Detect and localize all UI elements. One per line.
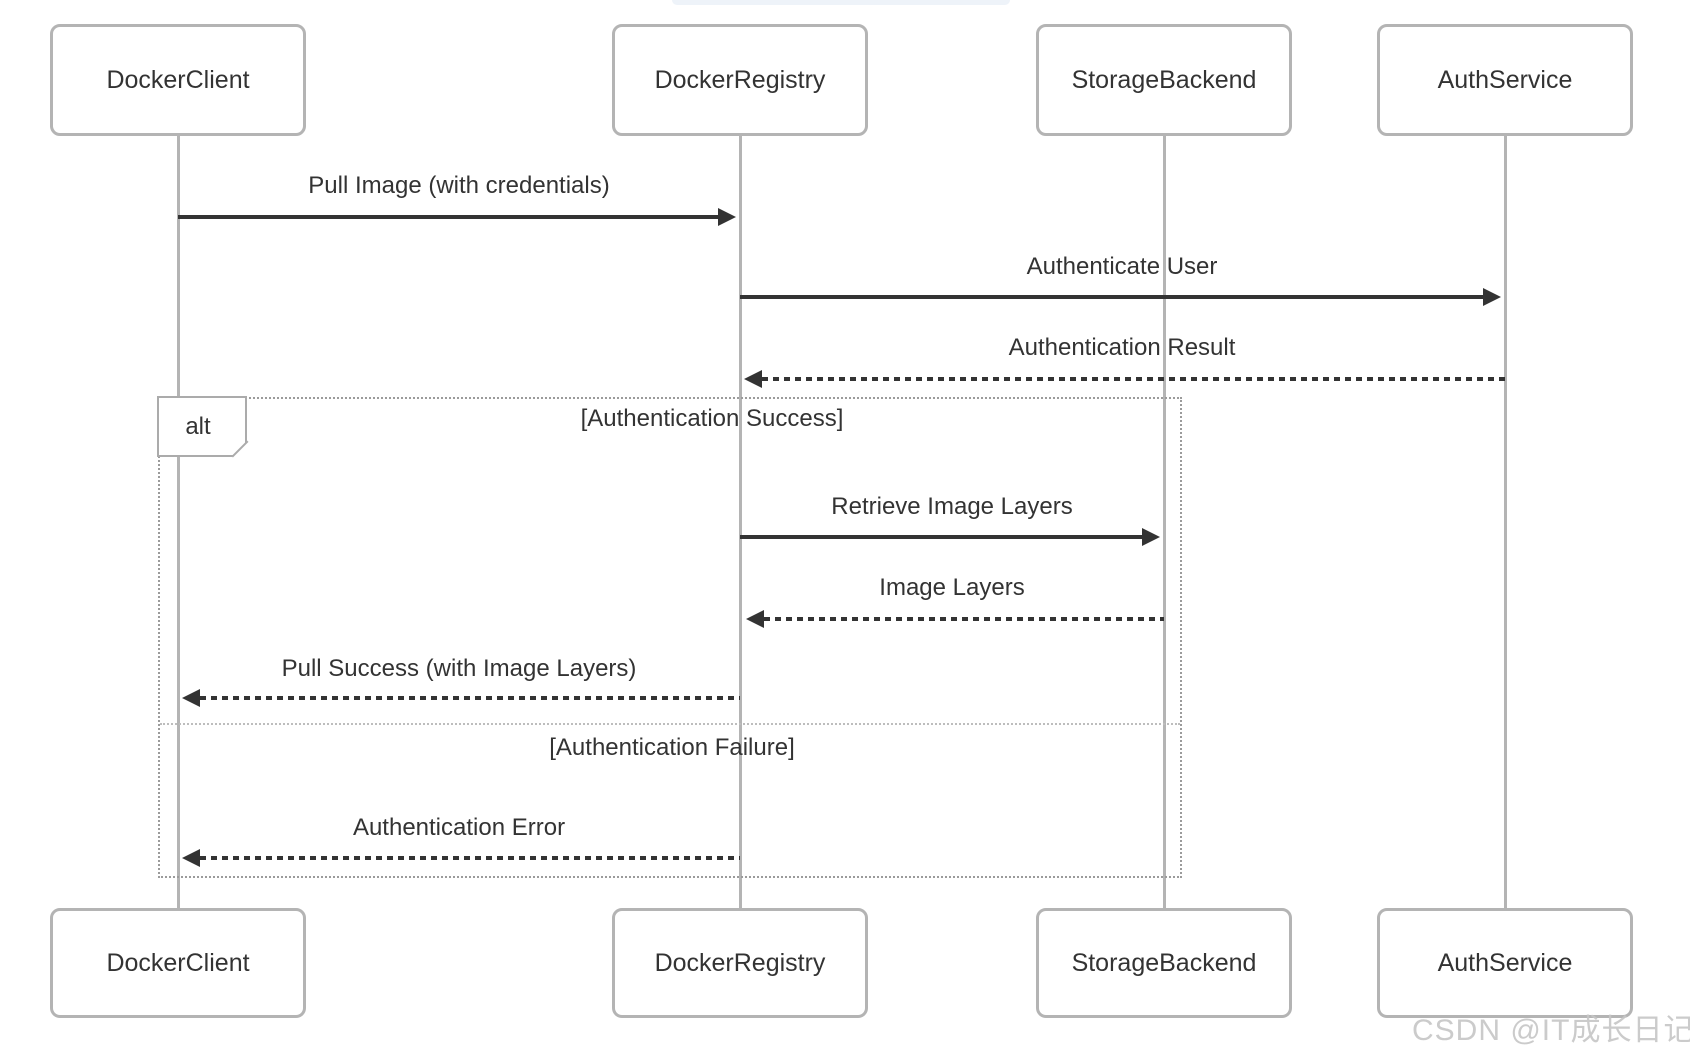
participant-bottom-dockerregistry: DockerRegistry: [612, 908, 868, 1018]
message-image-layers-line: [764, 617, 1164, 621]
message-image-layers-label: Image Layers: [879, 574, 1025, 601]
message-authentication-result-line: [762, 377, 1505, 381]
alt-frame-divider: [160, 723, 1180, 725]
participant-top-storagebackend: StorageBackend: [1036, 24, 1292, 136]
message-authenticate-user-line: [740, 295, 1483, 299]
message-pull-success-label: Pull Success (with Image Layers): [281, 655, 637, 682]
arrowhead-right-icon: [718, 208, 736, 226]
participant-label: AuthService: [1437, 948, 1573, 977]
participant-top-authservice: AuthService: [1377, 24, 1633, 136]
arrowhead-right-icon: [1142, 528, 1160, 546]
message-authentication-error-line: [200, 856, 740, 860]
arrowhead-left-icon: [182, 849, 200, 867]
message-authenticate-user-label: Authenticate User: [1026, 253, 1218, 280]
participant-label: AuthService: [1437, 65, 1573, 94]
participant-label: DockerRegistry: [654, 948, 826, 977]
message-authentication-error-label: Authentication Error: [352, 814, 566, 841]
message-pull-image-line: [178, 215, 718, 219]
lifeline-dockerregistry: [738, 136, 742, 908]
participant-bottom-dockerclient: DockerClient: [50, 908, 306, 1018]
guard-authentication-failure: [Authentication Failure]: [549, 734, 795, 761]
participant-label: DockerRegistry: [654, 65, 826, 94]
participant-bottom-authservice: AuthService: [1377, 908, 1633, 1018]
lifeline-dockerclient: [176, 136, 180, 908]
lifeline-storagebackend: [1162, 136, 1166, 908]
message-pull-success-line: [200, 696, 740, 700]
watermark: CSDN @IT成长日记: [1412, 1014, 1690, 1047]
participant-label: DockerClient: [106, 948, 250, 977]
arrowhead-left-icon: [182, 689, 200, 707]
message-retrieve-image-layers-label: Retrieve Image Layers: [831, 493, 1073, 520]
alt-frame-label: alt: [157, 396, 247, 457]
arrowhead-left-icon: [746, 610, 764, 628]
message-authentication-result-label: Authentication Result: [1008, 334, 1236, 361]
participant-top-dockerclient: DockerClient: [50, 24, 306, 136]
participant-label: DockerClient: [106, 65, 250, 94]
lifeline-authservice: [1503, 136, 1507, 908]
participant-top-dockerregistry: DockerRegistry: [612, 24, 868, 136]
participant-label: StorageBackend: [1071, 65, 1257, 94]
participant-label: StorageBackend: [1071, 948, 1257, 977]
arrowhead-right-icon: [1483, 288, 1501, 306]
guard-authentication-success: [Authentication Success]: [580, 405, 844, 432]
arrowhead-left-icon: [744, 370, 762, 388]
alt-frame: [158, 397, 1182, 878]
message-pull-image-label: Pull Image (with credentials): [308, 172, 610, 199]
message-retrieve-image-layers-line: [740, 535, 1142, 539]
participant-bottom-storagebackend: StorageBackend: [1036, 908, 1292, 1018]
top-accent-bar: [672, 0, 1010, 5]
